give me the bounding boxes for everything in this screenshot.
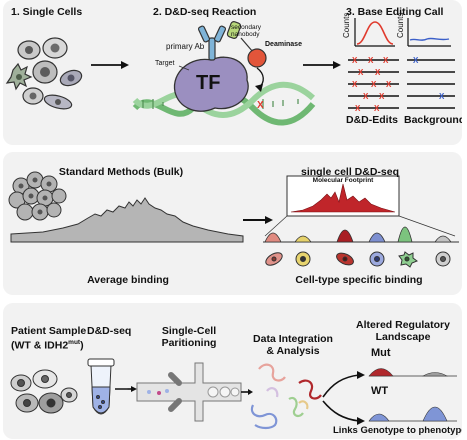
tube-illustration [87, 358, 115, 415]
patient-line2-pre: (WT & IDH2 [11, 339, 69, 352]
tf-protein-shape [173, 56, 249, 112]
patient-sample-label: Patient Sample (WT & IDH2mut) [11, 325, 86, 352]
links-label: Links Genotype to phenotype [333, 425, 462, 436]
panel3-artwork [10, 358, 457, 430]
wt-peak-1 [368, 413, 390, 422]
mut-label: Mut [371, 347, 391, 359]
secondary-nanobody-label: secondary nanobody [231, 24, 261, 38]
bulk-signal-track [10, 197, 244, 243]
secondary-nanobody-icon [226, 21, 242, 39]
peak-yellow [294, 235, 312, 243]
celltype-binding-label: Cell-type specific binding [295, 274, 423, 286]
sc-title: single cell D&D-seq [300, 166, 400, 178]
svg-text:X: X [355, 104, 361, 113]
partition-line2: Paritioning [161, 337, 217, 349]
primary-ab-label: primary Ab [166, 42, 205, 51]
svg-text:X: X [383, 56, 389, 65]
bulk-title: Standard Methods (Bulk) [58, 166, 184, 178]
dd-edits-label: D&D-Edits [346, 114, 398, 126]
single-cells-illustration [5, 37, 83, 110]
umap-illustration [250, 363, 322, 430]
svg-text:X: X [257, 100, 264, 111]
svg-text:X: X [379, 92, 385, 101]
patient-sup-mut: mut [68, 339, 81, 346]
svg-text:X: X [368, 56, 374, 65]
integration-line2: & Analysis [266, 345, 320, 357]
step1-label: 1. Single Cells [11, 6, 83, 18]
partition-label: Single-Cell Paritioning [162, 325, 217, 349]
target-label: Target [155, 60, 175, 67]
ddseq-label: D&D-seq [87, 325, 132, 337]
counts-plot-background [407, 18, 451, 47]
primary-antibody-icon [197, 25, 227, 61]
step2-label: 2. D&D-seq Reaction [153, 6, 257, 18]
counts-plot-dd-edits [354, 18, 395, 47]
peak-darkred [336, 229, 354, 243]
wt-peak-2 [422, 406, 448, 422]
svg-text:X: X [352, 56, 358, 65]
integration-label: Data Integration & Analysis [253, 333, 333, 357]
cell-type-icons [265, 251, 451, 268]
svg-text:X: X [413, 56, 419, 65]
peak-green [397, 226, 413, 243]
patient-sample-line1: Patient Sample [11, 325, 87, 337]
deaminase-icon [247, 48, 267, 68]
footprint-label: Molecular Footprint [312, 177, 374, 184]
background-label: Background [404, 114, 462, 126]
svg-text:X: X [374, 104, 380, 113]
svg-text:X: X [375, 68, 381, 77]
edit-marks-blue: XX [413, 56, 445, 101]
peak-blue [368, 232, 386, 243]
altered-line1: Altered Regulatory [356, 319, 450, 331]
peak-red [264, 232, 282, 243]
microfluidics-illustration [136, 362, 242, 422]
cell-cluster-illustration [8, 171, 67, 221]
partition-line1: Single-Cell [161, 325, 217, 337]
reads-background [407, 59, 455, 109]
panel-patient-application: Patient Sample (WT & IDH2mut) D&D-seq Si… [3, 303, 462, 439]
mut-peak-2 [421, 372, 449, 377]
svg-text:X: X [386, 80, 392, 89]
panel-bulk-vs-single-cell: Standard Methods (Bulk) single cell D&D-… [3, 152, 462, 295]
svg-text:X: X [358, 68, 364, 77]
step3-label: 3. Base Editing Call [346, 6, 444, 18]
integration-line1: Data Integration [253, 333, 333, 345]
svg-text:X: X [371, 80, 377, 89]
svg-text:X: X [352, 80, 358, 89]
patient-line2-post: ) [80, 339, 84, 352]
tf-label: TF [196, 72, 221, 94]
reads-dd-edits [348, 59, 399, 109]
svg-text:X: X [363, 92, 369, 101]
footprint-signal [290, 183, 396, 213]
panel2-artwork [8, 171, 459, 268]
patient-cells-illustration [10, 369, 78, 414]
mut-peak-1 [368, 368, 394, 377]
wt-label: WT [371, 385, 389, 397]
deaminase-label: Deaminase [265, 41, 302, 48]
altered-line2: Landscape [375, 331, 431, 343]
counts-label-right: Counts [396, 12, 405, 38]
avg-binding-label: Average binding [87, 274, 169, 286]
altered-landscape-label: Altered Regulatory Landscape [356, 319, 450, 343]
counts-label-left: Counts [342, 12, 351, 38]
svg-text:X: X [439, 92, 445, 101]
peak-grey [434, 235, 452, 243]
patient-sample-line2: (WT & IDH2mut) [11, 337, 86, 352]
